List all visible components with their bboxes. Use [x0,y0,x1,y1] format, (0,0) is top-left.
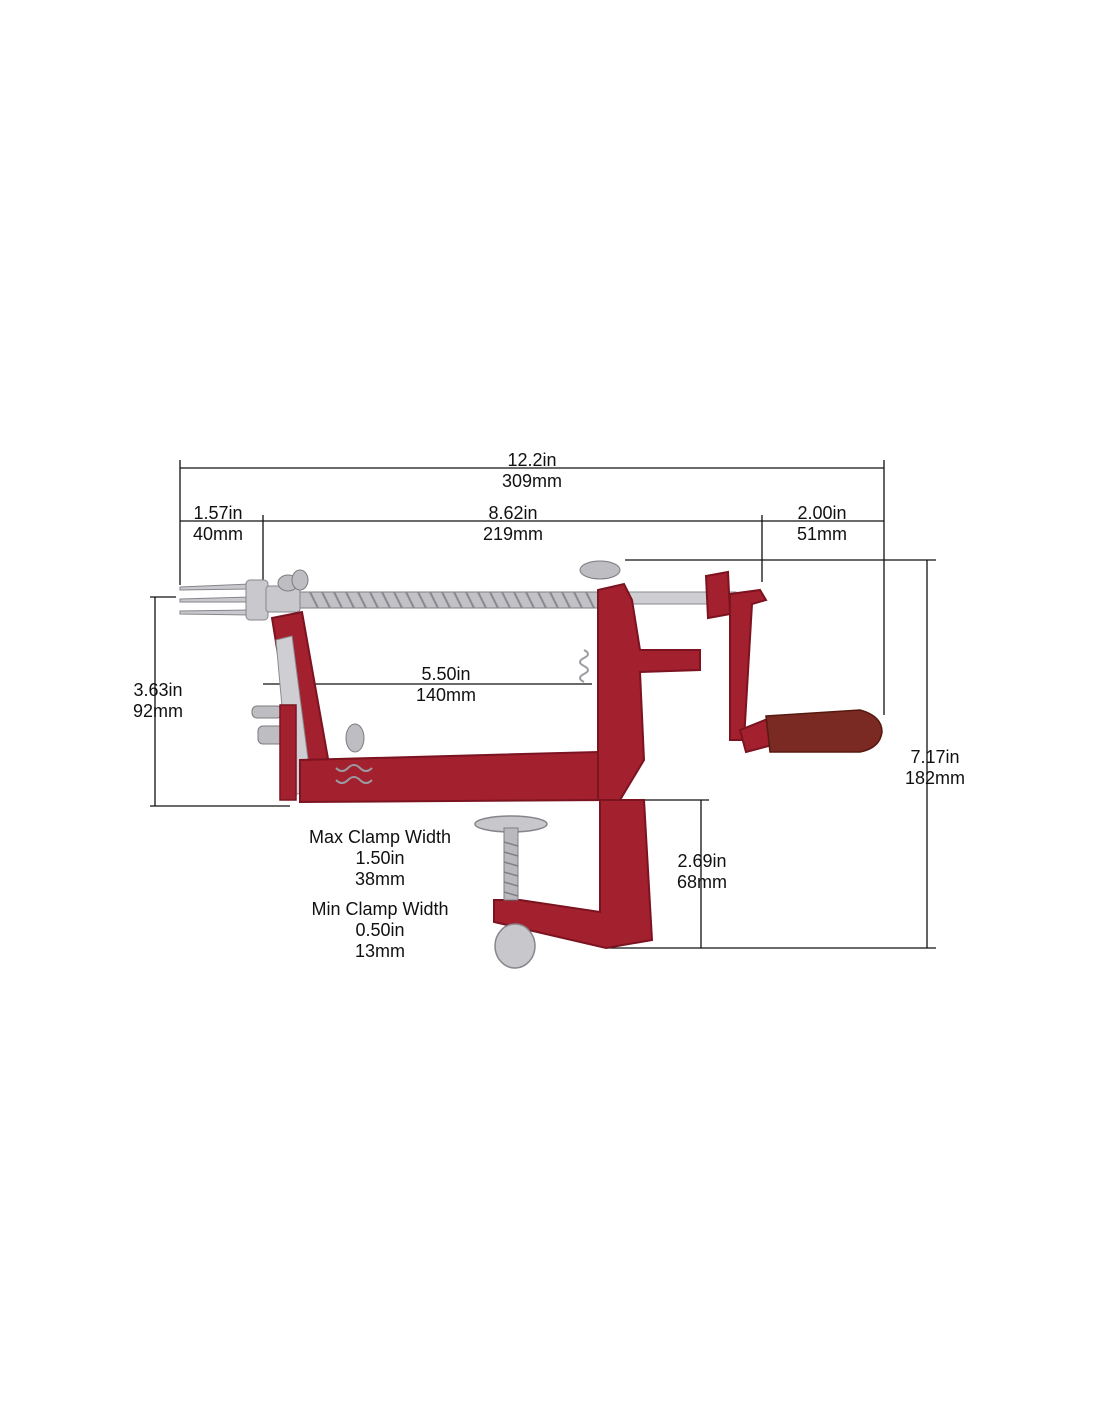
fork-height-mm: 92mm [132,701,184,721]
arm-reach-mm: 140mm [415,685,477,705]
fork-offset-label: 1.57in 40mm [193,503,243,545]
fork-prongs [179,579,301,621]
fork-height-in: 3.63in [133,680,183,700]
crank-offset-mm: 51mm [796,524,848,544]
overall-length-in: 12.2in [507,450,557,470]
threaded-shaft [299,591,737,609]
crank-offset-label: 2.00in 51mm [797,503,847,545]
arm-reach-label: 5.50in 140mm [416,664,476,706]
shaft-length-label: 8.62in 219mm [483,503,543,545]
shaft-length-in: 8.62in [488,503,538,523]
overall-length-label: 12.2in 309mm [502,450,562,492]
dimension-lines [150,460,936,949]
arm-reach-in: 5.50in [421,664,471,684]
min-clamp-mm: 13mm [354,941,405,961]
crank-offset-in: 2.00in [797,503,847,523]
fork-offset-in: 1.57in [193,503,243,523]
crank-handle [729,588,883,754]
clamp-screw [474,815,548,969]
shaft-length-mm: 219mm [482,524,544,544]
max-clamp-mm: 38mm [354,869,405,889]
overall-height-mm: 182mm [904,768,966,788]
fork-offset-mm: 40mm [192,524,244,544]
peeling-arm [270,610,332,801]
min-clamp-in: 0.50in [355,920,405,940]
overall-length-mm: 309mm [501,471,563,491]
min-clamp-width-label: Min Clamp Width 0.50in 13mm [311,899,448,962]
overall-height-label: 7.17in 182mm [905,747,965,789]
max-clamp-width-label: Max Clamp Width 1.50in 38mm [309,827,451,890]
blade-hardware [251,560,621,753]
clamp-depth-in: 2.69in [677,851,727,871]
clamp-depth-mm: 68mm [676,872,728,892]
max-clamp-in: 1.50in [355,848,405,868]
min-clamp-title: Min Clamp Width [311,899,449,919]
clamp-depth-label: 2.69in 68mm [677,851,727,893]
fork-height-label: 3.63in 92mm [133,680,183,722]
cast-iron-body [299,570,732,950]
max-clamp-title: Max Clamp Width [308,827,452,847]
springs [335,649,589,784]
overall-height-in: 7.17in [910,747,960,767]
